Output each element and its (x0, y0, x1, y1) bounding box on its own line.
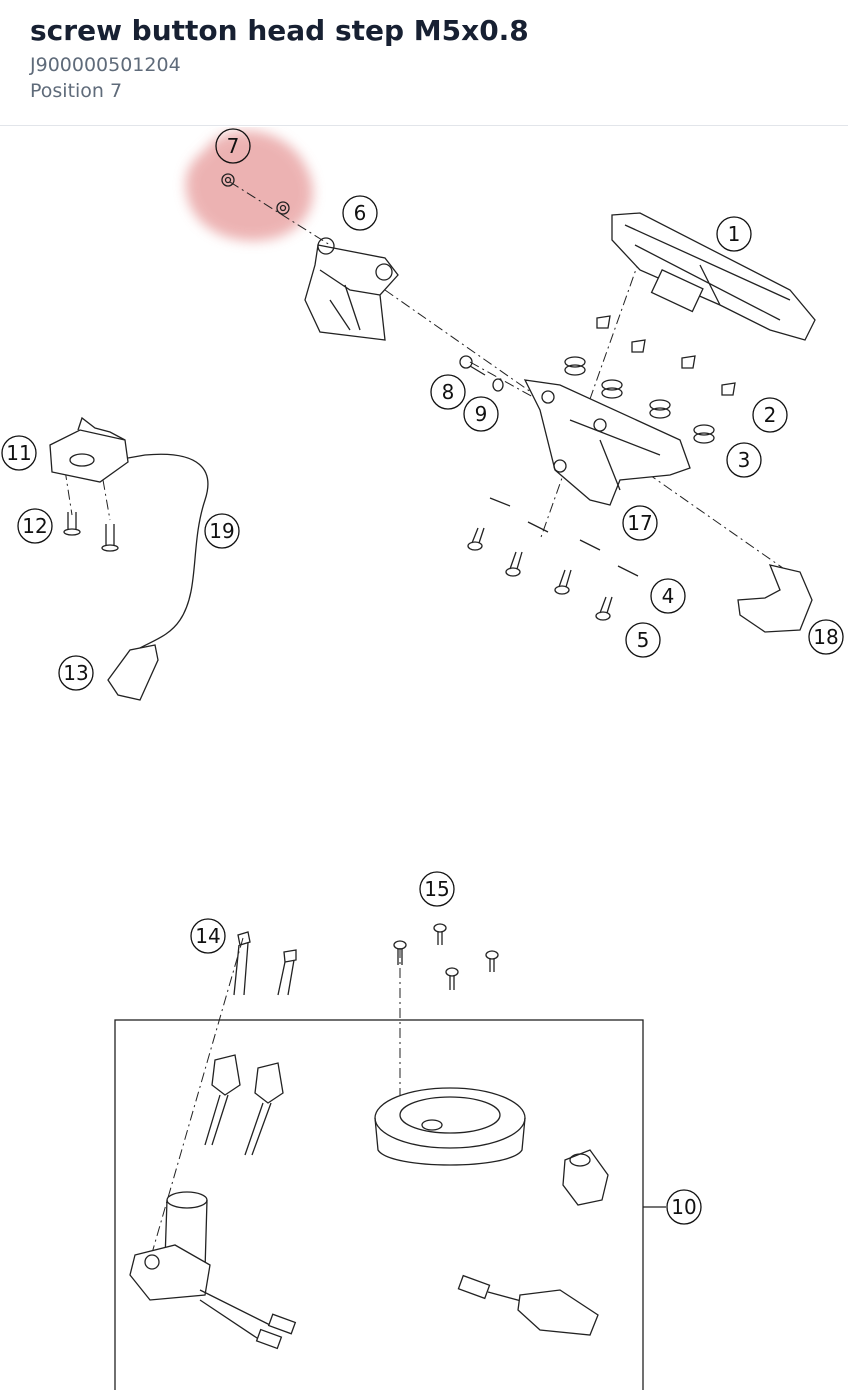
part-7-screws (221, 173, 290, 215)
callout-5[interactable]: 5 (625, 622, 661, 658)
callouts: 7 6 1 8 9 2 3 11 17 12 19 4 18 5 13 15 1… (1, 128, 844, 1225)
callout-4-label: 4 (662, 584, 675, 608)
ignition-lock (129, 1191, 297, 1350)
part-18-clamp (737, 564, 813, 633)
part-3-rubbers (564, 356, 715, 444)
callout-1[interactable]: 1 (716, 216, 752, 252)
callout-6[interactable]: 6 (342, 195, 378, 231)
highlight-position-7[interactable] (185, 130, 313, 241)
callout-10-label: 10 (671, 1195, 696, 1219)
callout-3[interactable]: 3 (726, 442, 762, 478)
callout-10[interactable]: 10 (666, 1189, 702, 1225)
part-11-sensor (49, 416, 129, 483)
fuel-cap (374, 1087, 526, 1166)
part-number: J900000501204 (30, 54, 181, 76)
callout-5-label: 5 (637, 628, 650, 652)
callout-18-label: 18 (813, 625, 838, 649)
callout-3-label: 3 (738, 448, 751, 472)
callout-15[interactable]: 15 (419, 871, 455, 907)
part-position: Position 7 (30, 80, 123, 102)
part-header: screw button head step M5x0.8 J900000501… (0, 0, 848, 126)
callout-9[interactable]: 9 (463, 396, 499, 432)
callout-6-label: 6 (354, 201, 367, 225)
part-13-holder (107, 644, 159, 701)
part-17-mount-bracket (523, 379, 691, 506)
part-1-dashboard (611, 212, 816, 341)
callout-13-label: 13 (63, 661, 88, 685)
callout-8-label: 8 (442, 380, 455, 404)
callout-15-label: 15 (424, 877, 449, 901)
part-12-pins (63, 512, 119, 552)
lock-cylinder (562, 1149, 609, 1206)
callout-19[interactable]: 19 (204, 513, 240, 549)
callout-4[interactable]: 4 (650, 578, 686, 614)
callout-2-label: 2 (764, 403, 777, 427)
part-2-bushings (596, 315, 736, 396)
callout-11-label: 11 (6, 441, 31, 465)
exploded-parts-diagram: 7 6 1 8 9 2 3 11 17 12 19 4 18 5 13 15 1… (0, 127, 848, 1390)
callout-11[interactable]: 11 (1, 435, 37, 471)
callout-14[interactable]: 14 (190, 918, 226, 954)
part-5-bolts (467, 527, 613, 621)
callout-9-label: 9 (475, 402, 488, 426)
transponder (457, 1274, 599, 1336)
part-4-washers (489, 497, 639, 577)
callout-8[interactable]: 8 (430, 374, 466, 410)
callout-17[interactable]: 17 (622, 505, 658, 541)
part-10-kit-box (114, 1019, 644, 1390)
part-15-screws (393, 923, 499, 990)
callout-18[interactable]: 18 (808, 619, 844, 655)
callout-17-label: 17 (627, 511, 652, 535)
part-6-bracket (304, 237, 399, 341)
callout-12[interactable]: 12 (17, 508, 53, 544)
part-14-screws (233, 931, 297, 996)
callout-7-label: 7 (227, 134, 240, 158)
callout-2[interactable]: 2 (752, 397, 788, 433)
part-19-cable (127, 453, 209, 649)
callout-19-label: 19 (209, 519, 234, 543)
keys (204, 1054, 284, 1156)
callout-13[interactable]: 13 (58, 655, 94, 691)
callout-1-label: 1 (728, 222, 741, 246)
part-title: screw button head step M5x0.8 (30, 14, 529, 47)
part-8-9-bolt-washer (459, 355, 504, 392)
callout-7[interactable]: 7 (215, 128, 251, 164)
callout-14-label: 14 (195, 924, 220, 948)
callout-12-label: 12 (22, 514, 47, 538)
